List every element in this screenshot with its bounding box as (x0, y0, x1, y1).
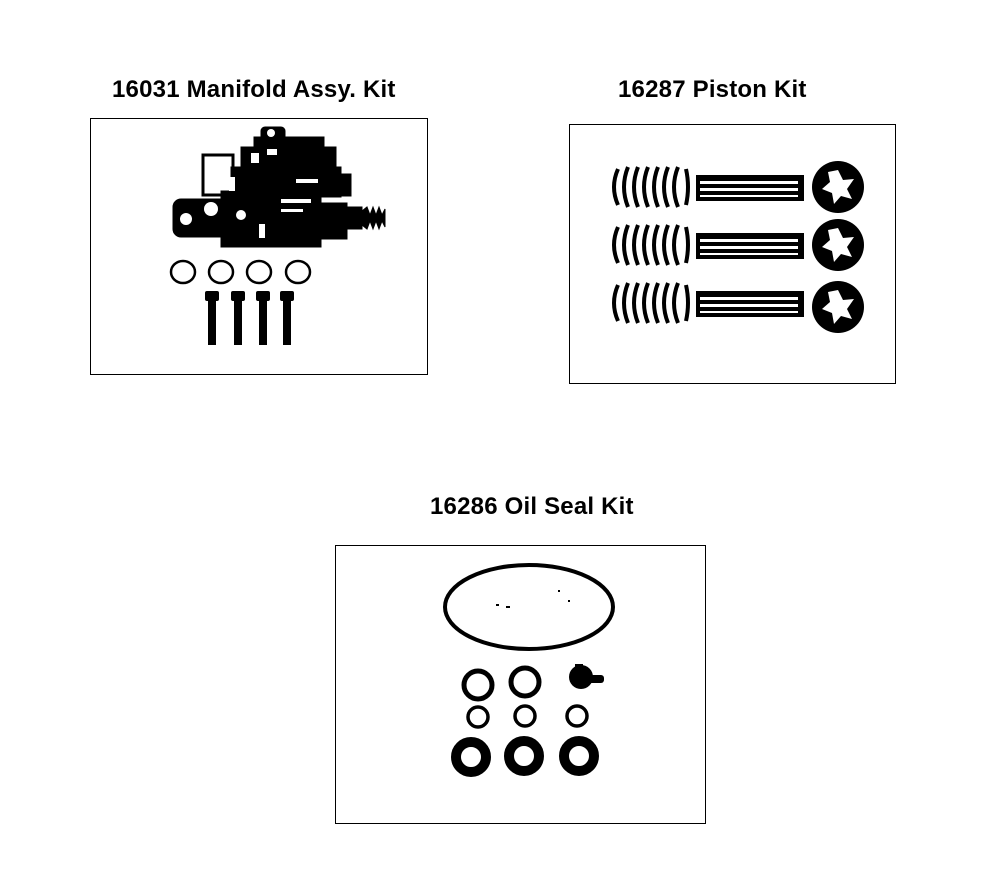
piston-kit-illustration (608, 161, 864, 333)
oil-seal-kit-illustration (443, 563, 615, 777)
oil-seal-kit-title: 16286 Oil Seal Kit (430, 493, 634, 520)
manifold-kit-image-frame (90, 118, 428, 375)
manifold-kit-title: 16031 Manifold Assy. Kit (112, 76, 396, 103)
piston-kit-image-frame (569, 124, 896, 384)
piston-kit-title: 16287 Piston Kit (618, 76, 807, 103)
manifold-assembly-illustration (169, 126, 386, 345)
oil-seal-kit-image-frame (335, 545, 706, 824)
